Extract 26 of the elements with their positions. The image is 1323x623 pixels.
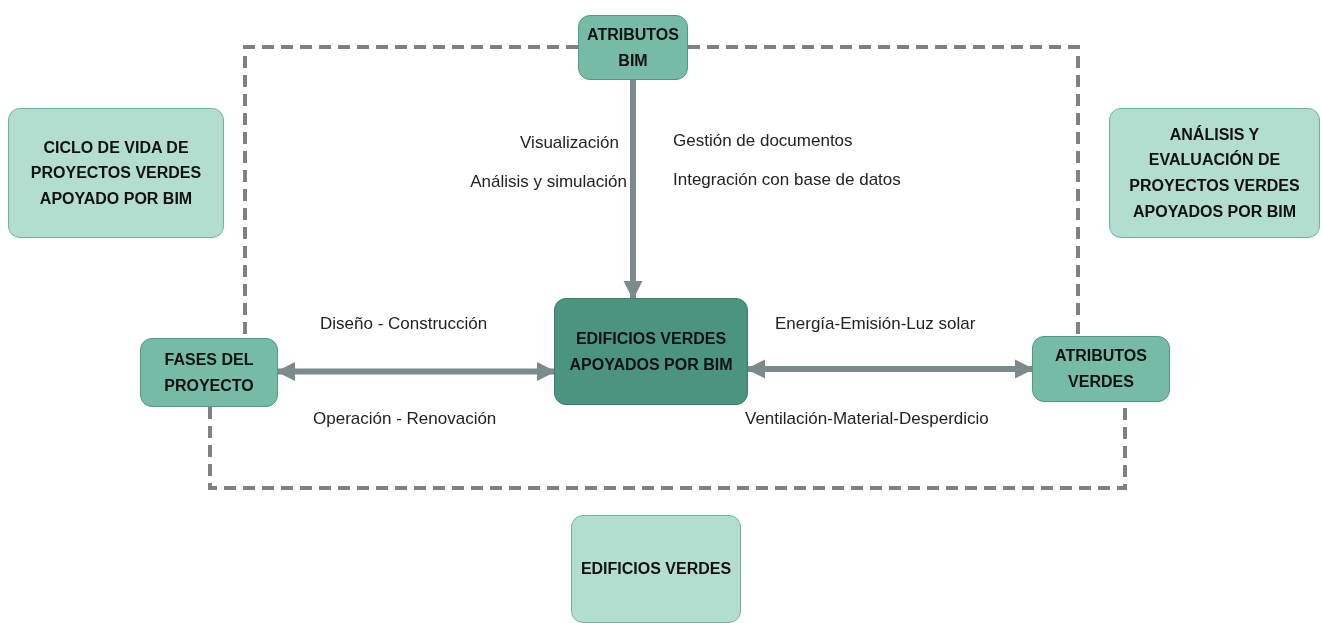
rounded-box — [571, 515, 741, 623]
connector-label: Diseño - Construcción — [320, 314, 488, 334]
connector-label: Visualización — [520, 133, 619, 153]
rounded-box — [554, 298, 748, 405]
connector-label: Operación - Renovación — [313, 409, 497, 429]
rounded-box — [1109, 108, 1320, 238]
box-label: EDIFICIOS VERDES — [580, 559, 732, 580]
double-arrow — [276, 361, 556, 382]
rounded-box — [8, 108, 224, 238]
box-label: FASES DEL PROYECTO — [163, 349, 255, 396]
rounded-box — [578, 15, 688, 80]
connector-label: Integración con base de datos — [673, 170, 901, 190]
arrow — [623, 80, 643, 300]
connector-label: Gestión de documentos — [673, 131, 853, 151]
box-label: ATRIBUTOS VERDES — [1054, 346, 1148, 392]
double-arrow — [746, 359, 1034, 379]
connector-label: Análisis y simulación — [470, 172, 627, 192]
dashed-connector — [688, 45, 1080, 336]
rounded-box — [1032, 336, 1170, 402]
rounded-box — [140, 338, 278, 407]
box-label: ATRIBUTOS BIM — [587, 24, 679, 71]
box-label: CICLO DE VIDA DE PROYECTOS VERDES APOYADO POR BIM — [29, 137, 203, 209]
box-label: ANÁLISIS Y EVALUACIÓN DE PROYECTOS VERDES APOYADOS POR BIM — [1128, 124, 1301, 222]
connector-label: Ventilación-Material-Desperdicio — [745, 409, 989, 429]
box-label: EDIFICIOS VERDES APOYADOS POR BIM — [568, 328, 734, 375]
connector-label: Energía-Emisión-Luz solar — [775, 314, 976, 334]
